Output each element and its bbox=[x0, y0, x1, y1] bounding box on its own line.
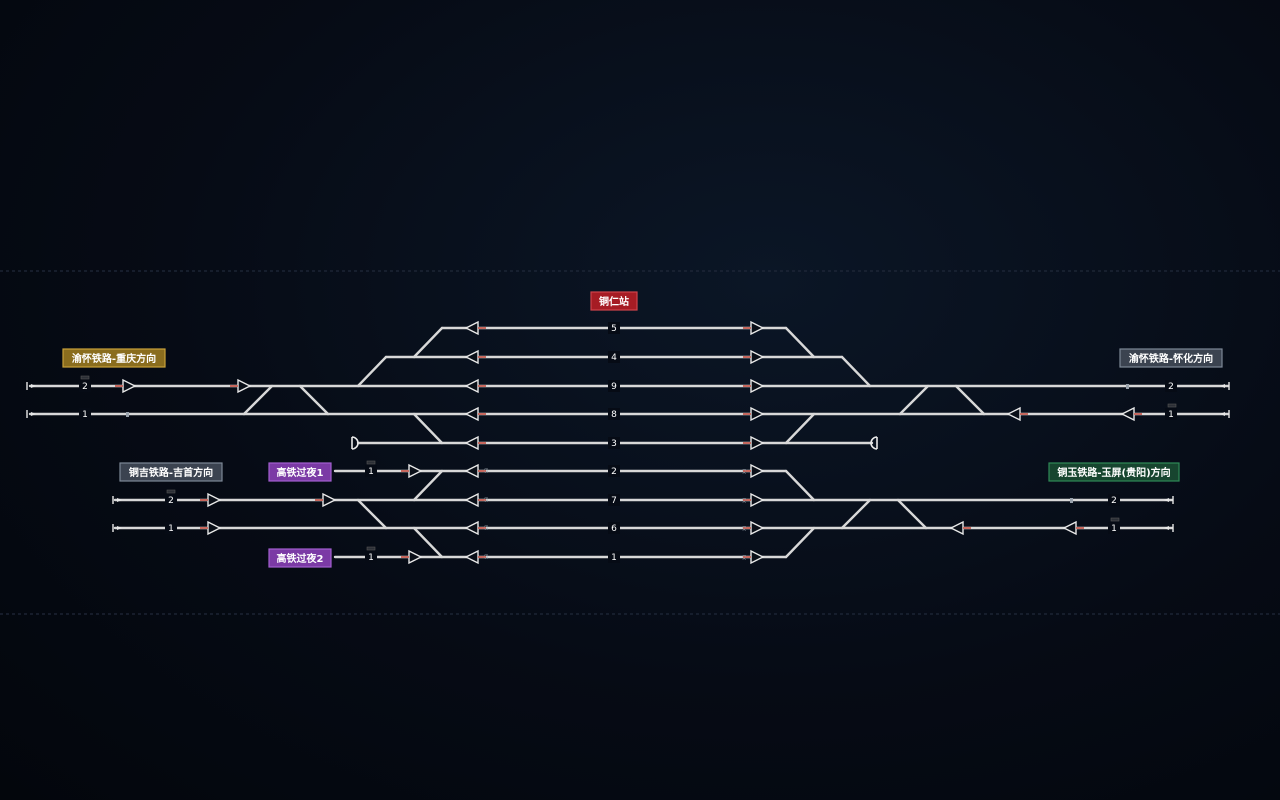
line-number: 1 bbox=[368, 553, 374, 563]
switch bbox=[298, 384, 330, 416]
svg-text:X3: X3 bbox=[742, 525, 747, 531]
track-number: 7 bbox=[611, 496, 617, 506]
svg-text:高铁过夜1: 高铁过夜1 bbox=[277, 466, 324, 479]
svg-text:铜吉铁路-吉首方向: 铜吉铁路-吉首方向 bbox=[129, 466, 213, 479]
track-number: 4 bbox=[611, 353, 617, 363]
line-number: 1 bbox=[168, 524, 174, 534]
switch bbox=[784, 469, 816, 502]
switch bbox=[356, 355, 388, 388]
buffer-stop-west bbox=[351, 436, 359, 450]
direction-label-tongji-jishou: 铜吉铁路-吉首方向 bbox=[119, 462, 223, 482]
buffer-stops bbox=[351, 436, 878, 450]
direction-label-yuhuai-chongqing: 渝怀铁路-重庆方向 bbox=[62, 348, 166, 368]
track-number: 1 bbox=[611, 553, 617, 563]
switch bbox=[784, 326, 816, 359]
switch bbox=[898, 384, 930, 416]
svg-text:S3: S3 bbox=[484, 553, 489, 559]
switch bbox=[784, 412, 816, 445]
siding-label-hsr-night1: 高铁过夜1 bbox=[268, 462, 332, 482]
switch bbox=[412, 526, 444, 559]
direction-label-yuhuai-huaihua: 渝怀铁路-怀化方向 bbox=[1119, 348, 1223, 368]
switch bbox=[954, 384, 986, 416]
line-number: 2 bbox=[1168, 382, 1174, 392]
svg-text:渝怀铁路-重庆方向: 渝怀铁路-重庆方向 bbox=[72, 352, 156, 365]
direction-label-tongyu-yuping: 铜玉铁路-玉屏(贵阳)方向 bbox=[1048, 462, 1180, 482]
line-number: 1 bbox=[1168, 410, 1174, 420]
switch bbox=[784, 526, 816, 559]
track-number: 6 bbox=[611, 524, 617, 534]
signal-right-group bbox=[743, 320, 765, 565]
signals bbox=[80, 320, 1177, 565]
signal-entry-group bbox=[115, 378, 1142, 565]
switch bbox=[896, 498, 928, 530]
track-number: 9 bbox=[611, 382, 617, 392]
switch bbox=[356, 498, 388, 530]
line-number: 2 bbox=[82, 382, 88, 392]
station-track-numbers: 5 4 9 8 3 2 7 6 1 bbox=[608, 322, 620, 563]
signal-left-group bbox=[464, 320, 486, 565]
line-number: 1 bbox=[82, 410, 88, 420]
switch bbox=[840, 355, 872, 388]
buffer-stop-east bbox=[870, 436, 878, 450]
svg-text:X3: X3 bbox=[742, 468, 747, 474]
line-end-markers bbox=[26, 382, 1230, 532]
svg-text:X3: X3 bbox=[742, 497, 747, 503]
switch bbox=[412, 326, 444, 359]
switch bbox=[840, 498, 872, 530]
svg-text:铜玉铁路-玉屏(贵阳)方向: 铜玉铁路-玉屏(贵阳)方向 bbox=[1057, 466, 1170, 479]
line-number: 2 bbox=[1111, 496, 1117, 506]
line-number: 2 bbox=[168, 496, 174, 506]
svg-text:高铁过夜2: 高铁过夜2 bbox=[277, 552, 324, 565]
svg-text:S3: S3 bbox=[484, 524, 489, 530]
svg-text:铜仁站: 铜仁站 bbox=[599, 295, 629, 308]
throat-tags: S3 S3 S3 S3 X3 X3 X3 X3 bbox=[484, 467, 747, 560]
switch bbox=[412, 469, 444, 502]
track-number: 3 bbox=[611, 439, 617, 449]
switch bbox=[242, 384, 274, 416]
track-number: 5 bbox=[611, 324, 617, 334]
svg-text:X3: X3 bbox=[742, 554, 747, 560]
svg-text:渝怀铁路-怀化方向: 渝怀铁路-怀化方向 bbox=[1129, 352, 1213, 365]
svg-text:S3: S3 bbox=[484, 496, 489, 502]
switch bbox=[412, 412, 444, 445]
svg-text:S3: S3 bbox=[484, 467, 489, 473]
line-number: 1 bbox=[1111, 524, 1117, 534]
track-number: 8 bbox=[611, 410, 617, 420]
station-name-label: 铜仁站 bbox=[590, 291, 638, 311]
line-number: 1 bbox=[368, 467, 374, 477]
siding-label-hsr-night2: 高铁过夜2 bbox=[268, 548, 332, 568]
track-number: 2 bbox=[611, 467, 617, 477]
line-track-numbers: 2 1 2 1 2 1 2 1 1 1 bbox=[79, 380, 1177, 563]
